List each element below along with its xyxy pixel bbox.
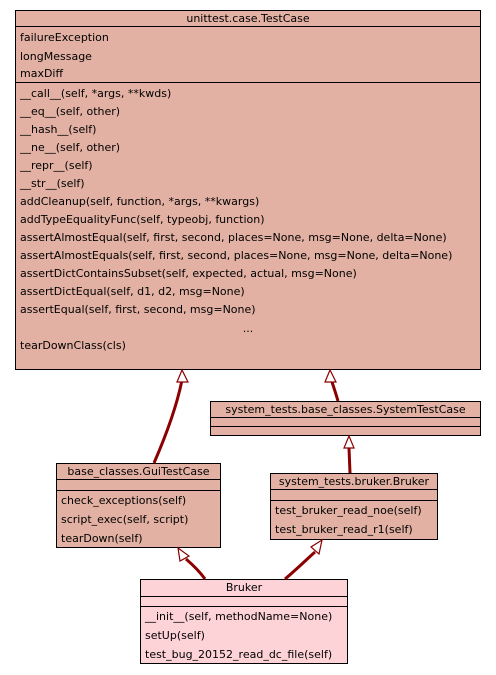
class-title: base_classes.GuiTestCase bbox=[57, 464, 220, 480]
attributes-section bbox=[271, 490, 437, 501]
methods-section: __init__(self, methodName=None) setUp(se… bbox=[141, 607, 347, 664]
class-testcase[interactable]: unittest.case.TestCase failureException … bbox=[15, 10, 481, 370]
methods-section: test_bruker_read_noe(self) test_bruker_r… bbox=[271, 501, 437, 539]
method-item: addCleanup(self, function, *args, **kwar… bbox=[20, 195, 260, 208]
class-title: unittest.case.TestCase bbox=[16, 11, 480, 27]
class-guitestcase[interactable]: base_classes.GuiTestCase check_exception… bbox=[56, 463, 221, 548]
edge-guitestcase-to-testcase bbox=[152, 368, 189, 464]
class-systemtestcase[interactable]: system_tests.base_classes.SystemTestCase bbox=[210, 401, 481, 436]
attributes-section bbox=[211, 418, 480, 427]
method-item: __str__(self) bbox=[20, 177, 85, 190]
class-bruker[interactable]: Bruker __init__(self, methodName=None) s… bbox=[140, 579, 348, 664]
method-item: test_bruker_read_noe(self) bbox=[275, 504, 422, 517]
method-item: assertDictEqual(self, d1, d2, msg=None) bbox=[20, 285, 245, 298]
edge-bruker-to-guitestcase bbox=[177, 546, 207, 580]
method-item: tearDownClass(cls) bbox=[20, 339, 126, 352]
attributes-section bbox=[141, 597, 347, 607]
method-item: __eq__(self, other) bbox=[20, 105, 121, 118]
method-item: __init__(self, methodName=None) bbox=[145, 610, 333, 623]
edge-bruker-base-to-systemtestcase bbox=[343, 434, 355, 474]
edge-systemtestcase-to-testcase bbox=[324, 368, 340, 402]
method-item: script_exec(self, script) bbox=[61, 513, 189, 526]
method-item: tearDown(self) bbox=[61, 532, 143, 545]
ellipsis: ... bbox=[242, 322, 254, 335]
method-item: assertAlmostEqual(self, first, second, p… bbox=[20, 231, 447, 244]
method-item: addTypeEqualityFunc(self, typeobj, funct… bbox=[20, 213, 265, 226]
method-item: assertAlmostEquals(self, first, second, … bbox=[20, 249, 453, 262]
method-item: __repr__(self) bbox=[20, 159, 93, 172]
class-title: Bruker bbox=[141, 580, 347, 597]
class-title: system_tests.base_classes.SystemTestCase bbox=[211, 402, 480, 418]
methods-section: check_exceptions(self) script_exec(self,… bbox=[57, 491, 220, 548]
attributes-section: failureException longMessage maxDiff bbox=[16, 27, 480, 83]
method-item: assertEqual(self, first, second, msg=Non… bbox=[20, 303, 256, 316]
attribute-item: maxDiff bbox=[20, 67, 64, 80]
method-item: test_bruker_read_r1(self) bbox=[275, 523, 413, 536]
method-item: assertDictContainsSubset(self, expected,… bbox=[20, 267, 357, 280]
method-item: test_bug_20152_read_dc_file(self) bbox=[145, 648, 333, 661]
method-item: setUp(self) bbox=[145, 629, 205, 642]
method-item: __hash__(self) bbox=[20, 123, 97, 136]
attribute-item: longMessage bbox=[20, 50, 92, 63]
method-item: check_exceptions(self) bbox=[61, 494, 187, 507]
attribute-item: failureException bbox=[20, 31, 109, 44]
class-title: system_tests.bruker.Bruker bbox=[271, 474, 437, 490]
method-item: __ne__(self, other) bbox=[20, 141, 121, 154]
edge-bruker-to-bruker-base bbox=[284, 538, 323, 581]
attributes-section bbox=[57, 480, 220, 491]
class-bruker-base[interactable]: system_tests.bruker.Bruker test_bruker_r… bbox=[270, 473, 438, 540]
methods-section: __call__(self, *args, **kwds) __eq__(sel… bbox=[16, 83, 480, 357]
method-item: __call__(self, *args, **kwds) bbox=[20, 87, 172, 100]
